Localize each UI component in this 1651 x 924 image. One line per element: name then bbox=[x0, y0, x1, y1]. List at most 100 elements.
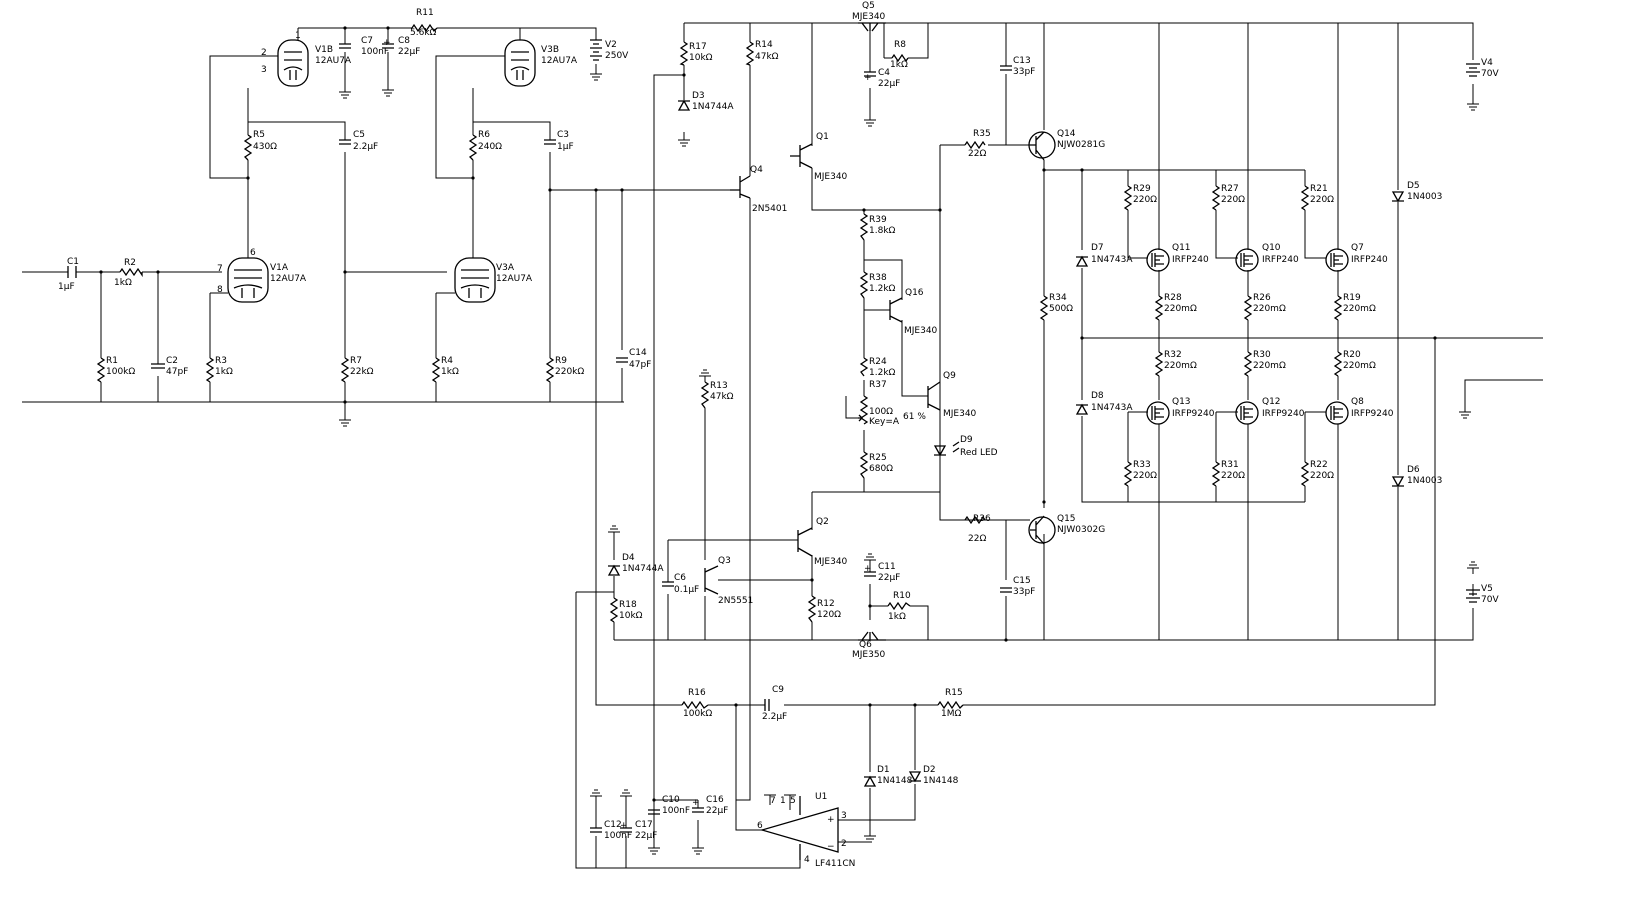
dc-sources bbox=[590, 39, 1480, 603]
label-ref: R21 bbox=[1310, 184, 1328, 194]
opamp-pin: 1 bbox=[780, 796, 786, 806]
label-ref: Q15 bbox=[1057, 514, 1076, 524]
label-value: 33pF bbox=[1013, 67, 1035, 77]
label-value: 220kΩ bbox=[555, 367, 584, 377]
resistors bbox=[96, 23, 1343, 710]
tube-pin: 2 bbox=[261, 48, 267, 58]
label-ref: R19 bbox=[1343, 293, 1361, 303]
label-value: 220mΩ bbox=[1164, 361, 1197, 371]
label-ref: Q13 bbox=[1172, 397, 1191, 407]
label-value: IRFP9240 bbox=[1262, 409, 1305, 419]
label-value: 100kΩ bbox=[106, 367, 135, 377]
label-value: 220mΩ bbox=[1164, 304, 1197, 314]
label-value: 1N4743A bbox=[1091, 403, 1133, 413]
label-value: 22µF bbox=[706, 806, 728, 816]
label-value: 1MΩ bbox=[941, 709, 961, 719]
label-ref: Q14 bbox=[1057, 129, 1076, 139]
label-ref: R2 bbox=[124, 258, 136, 268]
label-ref: Q10 bbox=[1262, 243, 1281, 253]
label-value: 0.1µF bbox=[674, 585, 699, 595]
label-ref: C15 bbox=[1013, 576, 1031, 586]
label-ref: D9 bbox=[960, 435, 973, 445]
label-value: 1µF bbox=[58, 282, 75, 292]
op-amp: + − 7 4 5 1 3 2 6 bbox=[757, 796, 847, 865]
label-value: 22Ω bbox=[968, 534, 986, 544]
label-ref: C2 bbox=[166, 356, 178, 366]
label-value: 1N4003 bbox=[1407, 476, 1442, 486]
label-ref: C8 bbox=[398, 36, 410, 46]
label-ref: Q9 bbox=[943, 371, 956, 381]
label-ref: R1 bbox=[106, 356, 118, 366]
label-ref: Q11 bbox=[1172, 243, 1191, 253]
label-value: 1kΩ bbox=[441, 367, 459, 377]
label-value: 220Ω bbox=[1221, 195, 1245, 205]
label-ref: V1B bbox=[315, 45, 333, 55]
label-value: 1kΩ bbox=[890, 60, 908, 70]
label-value: 1kΩ bbox=[215, 367, 233, 377]
svg-text:+: + bbox=[692, 798, 700, 808]
label-value: MJE340 bbox=[852, 12, 886, 22]
label-ref: Q4 bbox=[750, 165, 763, 175]
label-value: 2.2µF bbox=[353, 142, 378, 152]
label-ref: R35 bbox=[973, 129, 991, 139]
label-value: 240Ω bbox=[478, 142, 502, 152]
label-value: 22Ω bbox=[968, 149, 986, 159]
label-value: MJE340 bbox=[814, 172, 848, 182]
label-ref: D5 bbox=[1407, 181, 1420, 191]
label-ref: R16 bbox=[688, 688, 706, 698]
tube-pin: 7 bbox=[217, 264, 223, 274]
label-value: IRFP240 bbox=[1172, 255, 1209, 265]
pot-key: Key=A bbox=[869, 417, 900, 427]
label-value: 70V bbox=[1481, 595, 1499, 605]
svg-text:+: + bbox=[864, 564, 872, 574]
label-value: 10kΩ bbox=[689, 53, 713, 63]
label-ref: R6 bbox=[478, 130, 490, 140]
label-value: 220Ω bbox=[1310, 471, 1334, 481]
opamp-pin: 6 bbox=[757, 821, 763, 831]
label-value: 1.2kΩ bbox=[869, 368, 896, 378]
label-value: 2N5551 bbox=[718, 596, 753, 606]
label-ref: R12 bbox=[817, 599, 835, 609]
label-value: 220Ω bbox=[1221, 471, 1245, 481]
label-ref: Q1 bbox=[816, 132, 829, 142]
label-ref: R31 bbox=[1221, 460, 1239, 470]
label-ref: Q2 bbox=[816, 517, 829, 527]
label-ref: R39 bbox=[869, 215, 887, 225]
label-value: 100nF bbox=[361, 47, 389, 57]
svg-text:+: + bbox=[383, 38, 391, 48]
label-ref: C11 bbox=[878, 562, 896, 572]
label-ref: Q5 bbox=[862, 1, 875, 11]
label-value: 1N4744A bbox=[622, 564, 664, 574]
label-ref: D6 bbox=[1407, 465, 1420, 475]
label-ref: R4 bbox=[441, 356, 453, 366]
label-value: IRFP240 bbox=[1262, 255, 1299, 265]
label-ref: V3A bbox=[496, 263, 515, 273]
label-value: 1N4003 bbox=[1407, 192, 1442, 202]
label-ref: V5 bbox=[1481, 584, 1493, 594]
label-ref: C3 bbox=[557, 130, 569, 140]
label-ref: R29 bbox=[1133, 184, 1151, 194]
transistors bbox=[704, 22, 1349, 641]
label-value: 430Ω bbox=[253, 142, 277, 152]
label-value: 47kΩ bbox=[710, 392, 734, 402]
label-value: MJE350 bbox=[852, 650, 886, 660]
label-ref: R33 bbox=[1133, 460, 1151, 470]
label-value: 5.6kΩ bbox=[410, 28, 437, 38]
label-value: 12AU7A bbox=[541, 56, 578, 66]
label-value: 1kΩ bbox=[888, 612, 906, 622]
label-ref: R13 bbox=[710, 381, 728, 391]
label-ref: R17 bbox=[689, 42, 707, 52]
label-value: MJE340 bbox=[814, 557, 848, 567]
tube-pin: 6 bbox=[250, 248, 256, 258]
label-ref: C14 bbox=[629, 348, 647, 358]
label-ref: D1 bbox=[877, 765, 890, 775]
ground-symbols bbox=[339, 73, 1479, 855]
label-value: 1kΩ bbox=[114, 278, 132, 288]
label-value: Red LED bbox=[960, 448, 998, 458]
label-ref: V1A bbox=[270, 263, 289, 273]
label-ref: V2 bbox=[605, 40, 617, 50]
opamp-pin: 3 bbox=[841, 811, 847, 821]
label-value: 100kΩ bbox=[683, 709, 712, 719]
pot-setting: 61 % bbox=[903, 412, 926, 422]
